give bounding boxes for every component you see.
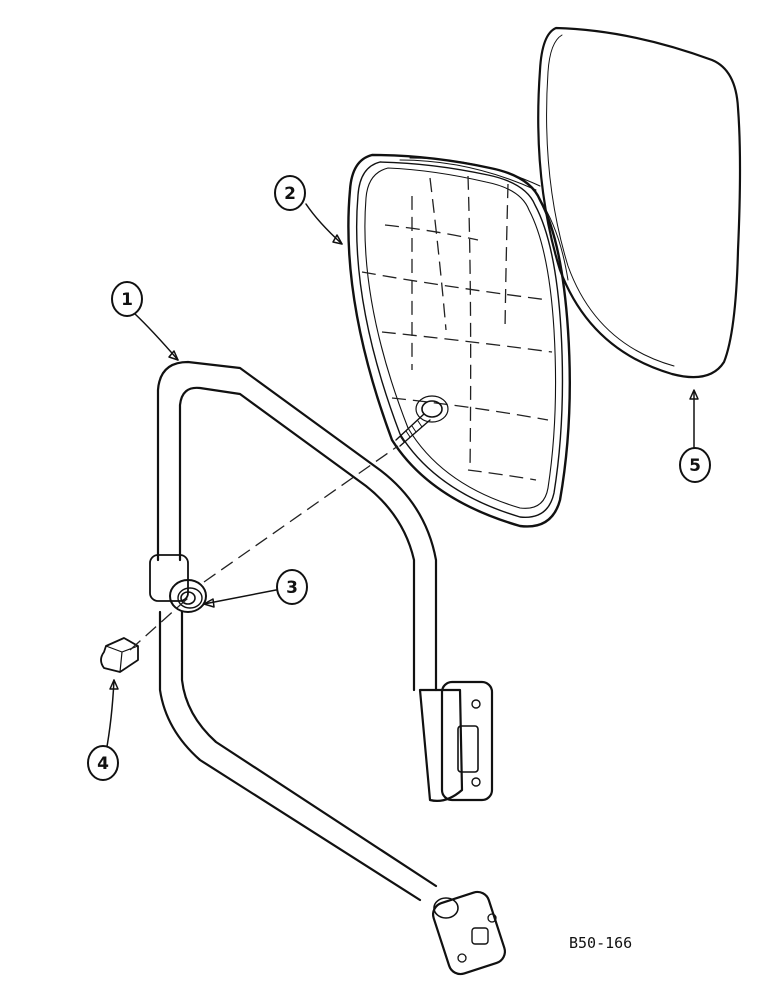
callout-1: 1 — [111, 281, 143, 317]
callout-3-label: 3 — [286, 578, 298, 598]
nut-part — [100, 637, 139, 673]
callout-2-label: 2 — [284, 184, 296, 204]
callout-4: 4 — [87, 745, 119, 781]
mirror-glass-part — [537, 26, 742, 379]
callout-1-label: 1 — [121, 290, 133, 310]
callout-3: 3 — [276, 569, 308, 605]
callout-4-label: 4 — [97, 754, 109, 774]
arm-bracket-part — [149, 360, 506, 976]
washer-part — [177, 587, 203, 609]
drawing-code: B50-166 — [569, 934, 632, 952]
leader-lines — [105, 203, 699, 753]
callout-5-label: 5 — [689, 456, 701, 476]
assembly-axis-line — [129, 445, 399, 651]
callout-2: 2 — [274, 175, 306, 211]
callout-5: 5 — [679, 447, 711, 483]
mirror-head-part — [347, 153, 571, 528]
